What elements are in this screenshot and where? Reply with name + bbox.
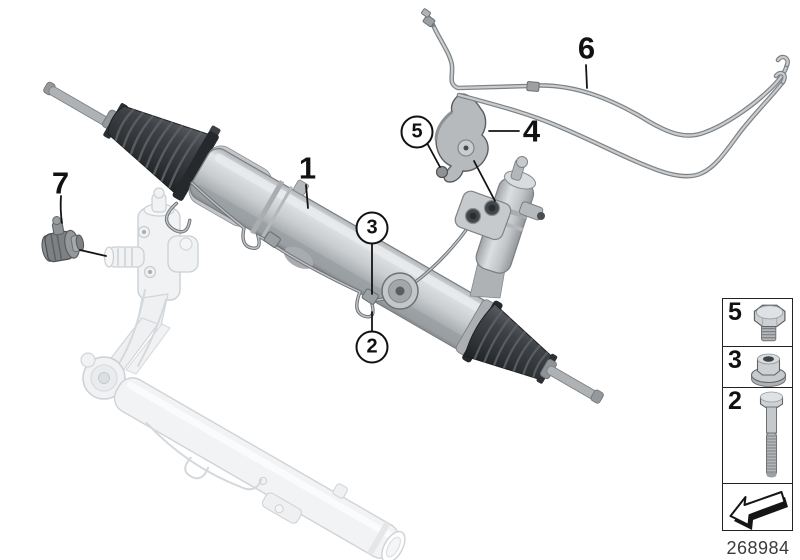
callout-4[interactable]: 4	[522, 113, 540, 149]
callout-2[interactable]: 2	[355, 330, 389, 364]
hex-bolt-short-icon	[753, 304, 786, 342]
legend-item-3[interactable]: 3	[723, 346, 792, 387]
ghost-steering-gear	[80, 187, 406, 560]
hydraulic-lines	[190, 181, 479, 319]
hex-bolt-long-icon	[759, 391, 784, 478]
valve-body	[454, 156, 545, 299]
hydraulic-pipes	[421, 8, 790, 179]
sensor-assembly-line	[79, 249, 107, 257]
callout-1[interactable]: 1	[298, 150, 316, 186]
legend-item-2-label: 2	[728, 387, 742, 415]
mount-bushing	[381, 272, 419, 310]
fastener-legend: 5 3 2	[722, 298, 793, 531]
callout-6[interactable]: 6	[577, 30, 595, 66]
legend-item-2[interactable]: 2	[723, 387, 792, 483]
support-bracket	[434, 93, 489, 183]
legend-item-3-label: 3	[728, 346, 742, 374]
legend-item-5[interactable]: 5	[723, 299, 792, 346]
flange-nut-icon	[750, 353, 787, 387]
direction-arrow-icon	[729, 491, 788, 530]
legend-item-direction[interactable]	[723, 483, 792, 530]
callout-3[interactable]: 3	[355, 211, 389, 245]
sensor-part	[41, 216, 85, 263]
callout-5[interactable]: 5	[400, 115, 434, 149]
leader-lines	[59, 64, 588, 333]
callout-7[interactable]: 7	[51, 165, 69, 201]
diagram-number: 268984	[726, 538, 790, 558]
legend-item-5-label: 5	[728, 298, 742, 326]
